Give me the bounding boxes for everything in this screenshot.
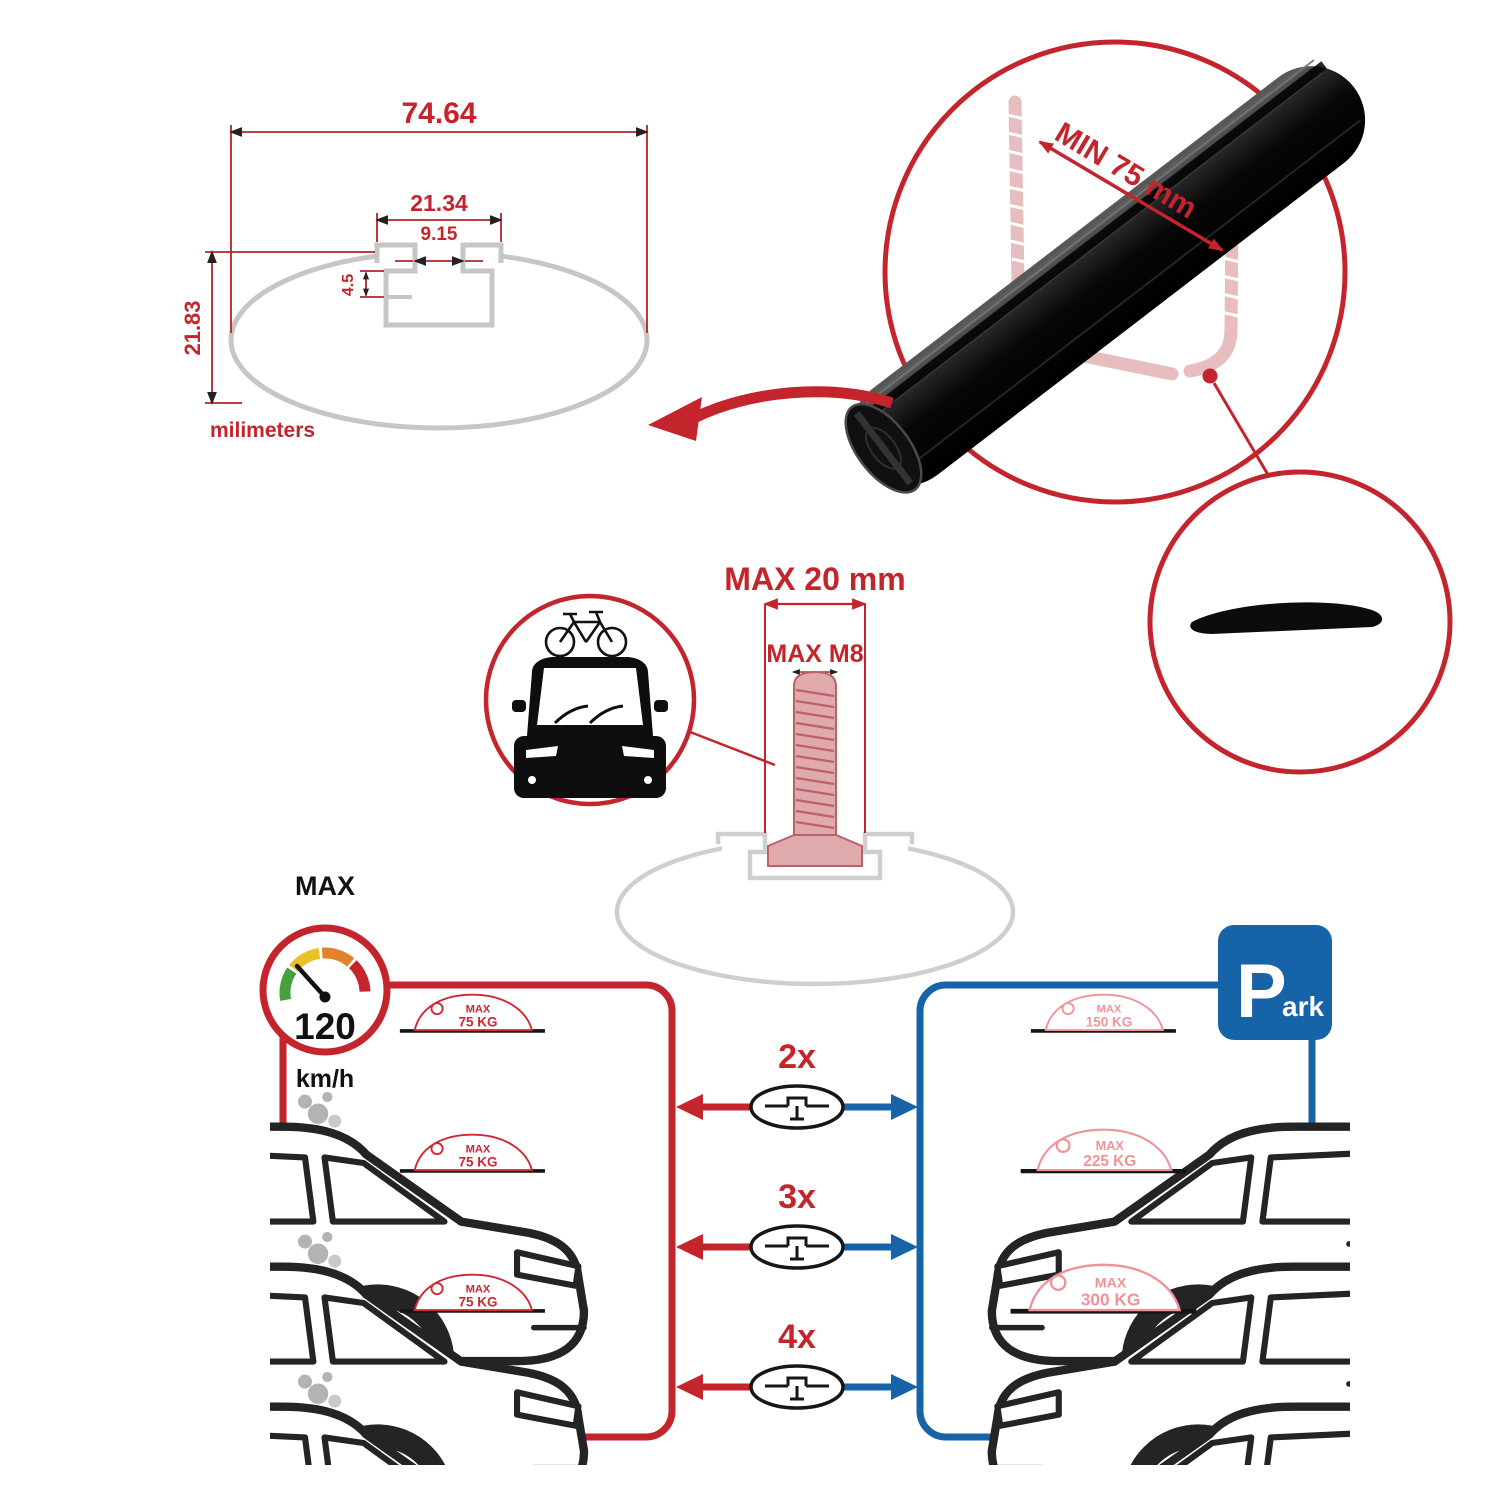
callout-dot <box>1202 368 1218 384</box>
cargo-max-label: MAX <box>1097 1003 1122 1015</box>
right-arrow-icon <box>891 1374 918 1400</box>
roof-cargo: MAX 225 KG <box>1020 1128 1187 1174</box>
parked-car-row: MAX 150 KG <box>992 993 1350 1428</box>
bar-count-label: 4x <box>778 1318 816 1356</box>
roof-cargo: MAX 75 KG <box>399 993 545 1033</box>
dim-width-label: 74.64 <box>401 97 476 130</box>
parked-car-row: MAX 300 KG <box>992 1263 1350 1465</box>
driving-car-row: MAX 75 KG <box>270 1273 584 1465</box>
gauge-needle <box>294 963 328 1000</box>
exhaust-smoke-icon <box>298 1371 342 1408</box>
driving-car-row: MAX 75 KG <box>270 1133 584 1465</box>
cargo-max-label: MAX <box>466 1283 491 1295</box>
max-thread-label: MAX M8 <box>766 640 863 668</box>
roof-cargo: MAX 75 KG <box>399 1133 545 1173</box>
bar-count-row: 4x <box>676 1318 918 1410</box>
bar-zoom-circle: MIN 75 mm <box>843 39 1366 505</box>
parked-car-row: MAX 225 KG <box>992 1128 1350 1465</box>
bar-count-label: 3x <box>778 1178 816 1216</box>
cargo-weight-value: 150 KG <box>1086 1014 1132 1029</box>
bar-profile-outline <box>228 242 650 431</box>
speed-limit-badge: MAX 120 km/h <box>259 871 391 1093</box>
bolt-diagram: MAX 20 mm MAX M8 <box>483 561 1016 987</box>
roof-cargo: MAX 150 KG <box>1030 993 1176 1033</box>
callout-line <box>1212 382 1279 491</box>
load-comparison-section: P ark MAX 75 KG MAX 75 KG <box>270 925 1350 1465</box>
dim-slot-inner-label: 9.15 <box>421 224 458 245</box>
link-arrow-head <box>648 397 702 441</box>
cargo-weight-value: 75 KG <box>459 1154 498 1169</box>
bicycle-icon <box>544 610 628 658</box>
dim-slot-outer-label: 21.34 <box>410 190 468 216</box>
right-arrow-icon <box>891 1094 918 1120</box>
link-arrow-shaft <box>693 386 894 422</box>
gauge-arcs <box>279 947 371 1001</box>
bar-count-row: 2x <box>676 1038 918 1130</box>
cargo-max-label: MAX <box>466 1143 491 1155</box>
left-arrow-icon <box>676 1234 703 1260</box>
dim-height-label: 21.83 <box>180 300 205 355</box>
gauge-pivot <box>319 991 331 1003</box>
bar-zoom-section: MIN 75 mm <box>843 39 1453 775</box>
bike-car-front-circle <box>483 593 776 807</box>
roof-cargo: MAX 75 KG <box>399 1273 545 1313</box>
car-front-icon <box>512 657 668 798</box>
exhaust-smoke-icon <box>298 1231 342 1268</box>
cross-section-diagram: 74.64 21.34 9.15 4.5 21.83 milimeters <box>180 97 650 442</box>
roofbox-car-circle <box>1147 469 1453 775</box>
cargo-weight-value: 225 KG <box>1083 1153 1136 1170</box>
left-arrow-icon <box>676 1094 703 1120</box>
cargo-max-label: MAX <box>1095 1275 1127 1291</box>
dimension-lines <box>205 125 649 405</box>
roof-box-icon <box>1190 602 1383 634</box>
parking-sign-p: P <box>1236 949 1287 1034</box>
leader-line <box>684 728 776 767</box>
left-arrow-icon <box>676 1374 703 1400</box>
driving-car-row: MAX 75 KG <box>270 993 584 1428</box>
max-width-label: MAX 20 mm <box>724 561 905 597</box>
speed-max-label: MAX <box>295 871 355 901</box>
cargo-max-label: MAX <box>1096 1138 1125 1153</box>
parking-sign-ark: ark <box>1282 991 1324 1022</box>
speed-value: 120 <box>294 1006 356 1047</box>
cargo-weight-value: 75 KG <box>459 1014 498 1029</box>
bolt-dimensions <box>762 598 868 833</box>
exhaust-smoke-icon <box>298 1091 342 1128</box>
cargo-weight-value: 75 KG <box>459 1294 498 1309</box>
dim-slot-depth-label: 4.5 <box>340 274 357 296</box>
cargo-weight-value: 300 KG <box>1081 1289 1140 1309</box>
t-bolt-icon <box>767 670 863 867</box>
parking-sign: P ark <box>1218 925 1332 1040</box>
speed-units: km/h <box>296 1065 354 1093</box>
min-span-arrow <box>1038 140 1224 252</box>
cargo-max-label: MAX <box>466 1003 491 1015</box>
bar-count-row: 3x <box>676 1178 918 1270</box>
right-arrow-icon <box>891 1234 918 1260</box>
bar-count-label: 2x <box>778 1038 816 1076</box>
units-label: milimeters <box>210 419 315 442</box>
speedometer-icon <box>259 924 391 1056</box>
roof-cargo: MAX 300 KG <box>1010 1263 1197 1314</box>
zoom-link-arrow <box>648 386 894 441</box>
